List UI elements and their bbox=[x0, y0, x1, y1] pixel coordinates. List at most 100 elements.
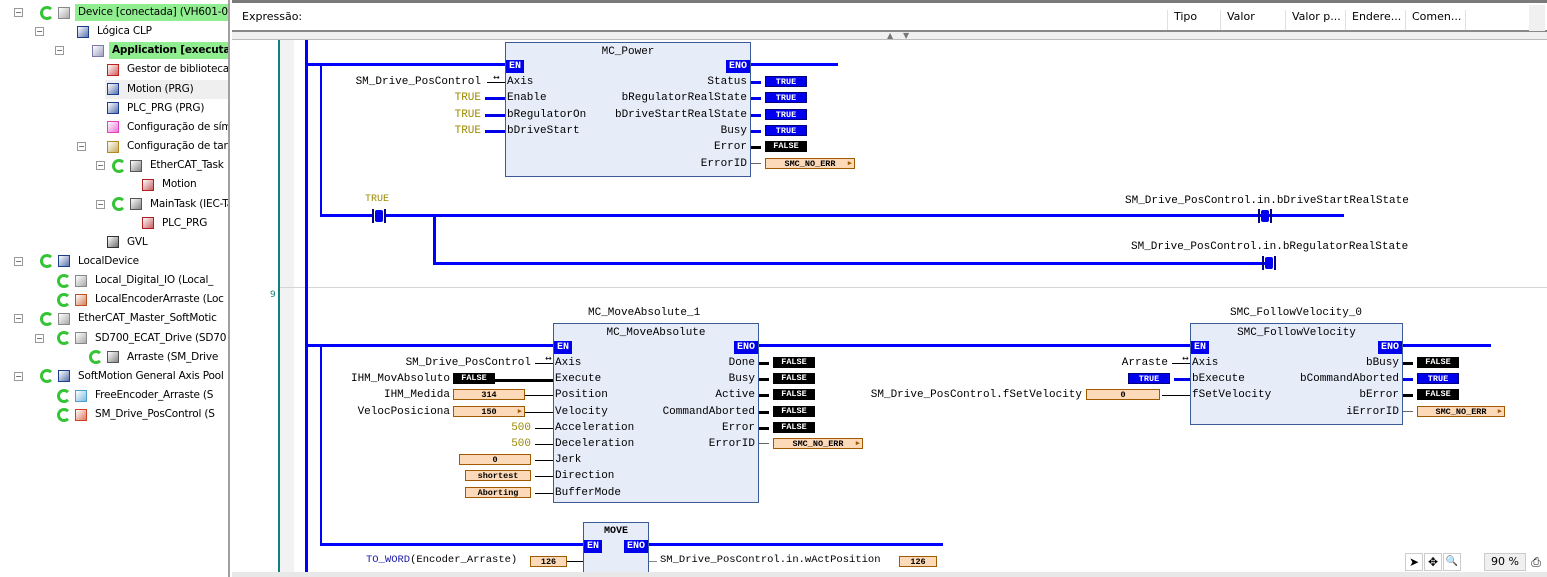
column-header-value[interactable]: Valor bbox=[1220, 10, 1255, 30]
value-display[interactable]: FALSE bbox=[773, 405, 815, 417]
expand-arrow-icon[interactable]: ▶ bbox=[847, 159, 852, 168]
network-separator bbox=[280, 287, 1547, 288]
mc-power-block[interactable]: MC_Power EN ENO bbox=[505, 42, 751, 177]
collapse-toggle-icon[interactable]: − bbox=[14, 8, 23, 17]
value-display[interactable]: FALSE bbox=[773, 389, 815, 401]
value-display[interactable]: TRUE bbox=[765, 92, 807, 104]
collapse-toggle-icon[interactable]: − bbox=[96, 161, 105, 171]
column-header-address[interactable]: Endere... bbox=[1345, 10, 1401, 30]
zoom-tool-icon[interactable]: 🔍 bbox=[1443, 553, 1461, 571]
value-display[interactable]: TRUE bbox=[765, 124, 807, 136]
tree-item[interactable]: PLC_PRG bbox=[140, 214, 210, 233]
pointer-tool-icon[interactable]: ➤ bbox=[1405, 553, 1423, 571]
collapse-down-icon[interactable]: ▼ bbox=[903, 31, 910, 40]
tree-item[interactable]: EtherCAT_Master_SoftMotic bbox=[40, 309, 220, 328]
expression-column-header[interactable]: Expressão: bbox=[242, 10, 303, 23]
value-display[interactable]: FALSE bbox=[1417, 357, 1459, 368]
value-display[interactable]: Aborting bbox=[465, 486, 531, 498]
collapse-toggle-icon[interactable]: − bbox=[96, 199, 105, 209]
input-variable[interactable]: SM_Drive_PosControl.fSetVelocity bbox=[870, 389, 1082, 402]
value-display[interactable]: 314 bbox=[453, 389, 525, 401]
tree-item[interactable]: SoftMotion General Axis Pool bbox=[40, 367, 227, 386]
watch-scrollbar[interactable] bbox=[1529, 5, 1545, 31]
tree-item[interactable]: MainTask (IEC-Ta bbox=[112, 195, 230, 214]
input-variable[interactable]: IHM_MovAbsoluto bbox=[350, 373, 450, 386]
tree-item[interactable]: LocalDevice bbox=[40, 252, 142, 271]
tree-item[interactable]: SD700_ECAT_Drive (SD70 bbox=[57, 329, 228, 348]
input-constant[interactable]: 500 bbox=[511, 421, 531, 434]
move-output-value[interactable]: 126 bbox=[899, 556, 937, 567]
collapse-toggle-icon[interactable]: − bbox=[14, 256, 23, 266]
value-display[interactable]: FALSE bbox=[765, 141, 807, 153]
horizontal-scrollbar[interactable] bbox=[232, 572, 1547, 577]
tree-item[interactable]: Configuração de tarefas bbox=[105, 137, 228, 156]
collapse-toggle-icon[interactable]: − bbox=[55, 46, 64, 56]
value-display[interactable]: TRUE bbox=[765, 108, 807, 120]
tree-item[interactable]: Motion (PRG) bbox=[105, 79, 228, 99]
value-display[interactable]: SMC_NO_ERR▶ bbox=[773, 438, 863, 449]
input-variable[interactable]: TRUE bbox=[454, 108, 481, 121]
value-display[interactable]: FALSE bbox=[773, 421, 815, 433]
collapse-up-icon[interactable]: ▲ bbox=[887, 31, 894, 40]
mc-move-absolute-block[interactable]: MC_MoveAbsolute EN ENO bbox=[553, 323, 759, 503]
value-display[interactable]: FALSE bbox=[773, 357, 815, 368]
collapse-toggle-icon[interactable]: − bbox=[14, 371, 23, 381]
tree-item[interactable]: Local_Digital_IO (Local_ bbox=[57, 271, 216, 290]
input-variable[interactable]: IHM_Medida bbox=[383, 389, 450, 402]
collapse-toggle-icon[interactable]: − bbox=[35, 27, 44, 37]
smc-follow-velocity-block[interactable]: SMC_FollowVelocity EN ENO bbox=[1190, 323, 1403, 425]
tree-item[interactable]: SM_Drive_PosControl (S bbox=[57, 405, 218, 424]
value-display[interactable]: 0 bbox=[1086, 389, 1160, 401]
move-input-value[interactable]: 126 bbox=[530, 556, 567, 567]
value-display[interactable]: FALSE bbox=[453, 373, 495, 385]
column-header-type[interactable]: Tipo bbox=[1167, 10, 1197, 30]
coil-icon[interactable] bbox=[1258, 209, 1272, 223]
tree-item[interactable]: Arraste (SM_Drive bbox=[89, 348, 221, 367]
panel-splitter[interactable]: ▲ ▼ bbox=[232, 32, 1547, 40]
expand-arrow-icon[interactable]: ▶ bbox=[1497, 407, 1502, 416]
value-display[interactable]: TRUE bbox=[1128, 373, 1170, 385]
value-display[interactable]: SMC_NO_ERR▶ bbox=[1417, 405, 1505, 417]
expand-arrow-icon[interactable]: ▶ bbox=[855, 440, 860, 448]
value-display[interactable]: shortest bbox=[465, 470, 531, 482]
input-variable[interactable]: TRUE bbox=[454, 92, 481, 105]
expand-arrow-icon[interactable]: ▶ bbox=[517, 407, 522, 416]
input-constant[interactable]: 500 bbox=[511, 438, 531, 450]
collapse-toggle-icon[interactable]: − bbox=[35, 333, 44, 343]
ladder-editor[interactable]: 9 MC_Power EN ENO TRUE SM_Drive_PosContr… bbox=[232, 40, 1547, 577]
input-variable[interactable]: SM_Drive_PosControl bbox=[355, 76, 481, 88]
value-display[interactable]: FALSE bbox=[773, 373, 815, 385]
contact-icon[interactable] bbox=[372, 209, 386, 223]
input-variable[interactable]: SM_Drive_PosControl bbox=[405, 357, 531, 369]
zoom-level[interactable]: 90 % bbox=[1484, 553, 1526, 571]
input-variable[interactable]: TRUE bbox=[454, 124, 481, 137]
value-display[interactable]: TRUE bbox=[765, 76, 807, 87]
input-variable[interactable]: Arraste bbox=[1121, 357, 1168, 369]
tree-item[interactable]: Lógica CLP bbox=[75, 22, 155, 41]
value-display[interactable]: FALSE bbox=[1417, 389, 1459, 401]
tree-item[interactable]: LocalEncoderArraste (Loc bbox=[57, 290, 227, 309]
tree-item[interactable]: FreeEncoder_Arraste (S bbox=[57, 386, 216, 405]
zoom-settings-icon[interactable]: ⎙ bbox=[1531, 555, 1541, 569]
tree-item[interactable]: Motion bbox=[140, 175, 199, 194]
input-variable[interactable]: VelocPosiciona bbox=[357, 405, 450, 418]
value-display[interactable]: 0 bbox=[459, 454, 531, 466]
tree-item-label: MainTask (IEC-Ta bbox=[150, 197, 230, 210]
tree-item[interactable]: PLC_PRG (PRG) bbox=[105, 99, 207, 118]
column-header-prepared-value[interactable]: Valor p... bbox=[1285, 10, 1341, 30]
column-header-comment[interactable]: Comen... bbox=[1405, 10, 1461, 30]
tree-item[interactable]: Application [executar] bbox=[90, 41, 228, 60]
value-display[interactable]: 150▶ bbox=[453, 405, 525, 417]
value-display[interactable]: TRUE bbox=[1417, 373, 1459, 385]
tree-item[interactable]: Configuração de símbolos bbox=[105, 118, 228, 137]
tree-item[interactable]: Gestor de biblioteca bbox=[105, 60, 228, 79]
tree-item[interactable]: EtherCAT_Task bbox=[112, 156, 227, 175]
collapse-toggle-icon[interactable]: − bbox=[14, 314, 23, 324]
collapse-toggle-icon[interactable]: − bbox=[77, 142, 86, 152]
tree-item[interactable]: Device [conectada] (VH601-0808T bbox=[40, 3, 228, 22]
coil-icon[interactable] bbox=[1262, 256, 1276, 270]
pan-tool-icon[interactable]: ✥ bbox=[1424, 553, 1442, 571]
value-display[interactable]: SMC_NO_ERR▶ bbox=[765, 157, 855, 169]
move-block[interactable]: MOVE EN ENO bbox=[583, 522, 649, 577]
tree-item[interactable]: GVL bbox=[105, 233, 151, 252]
